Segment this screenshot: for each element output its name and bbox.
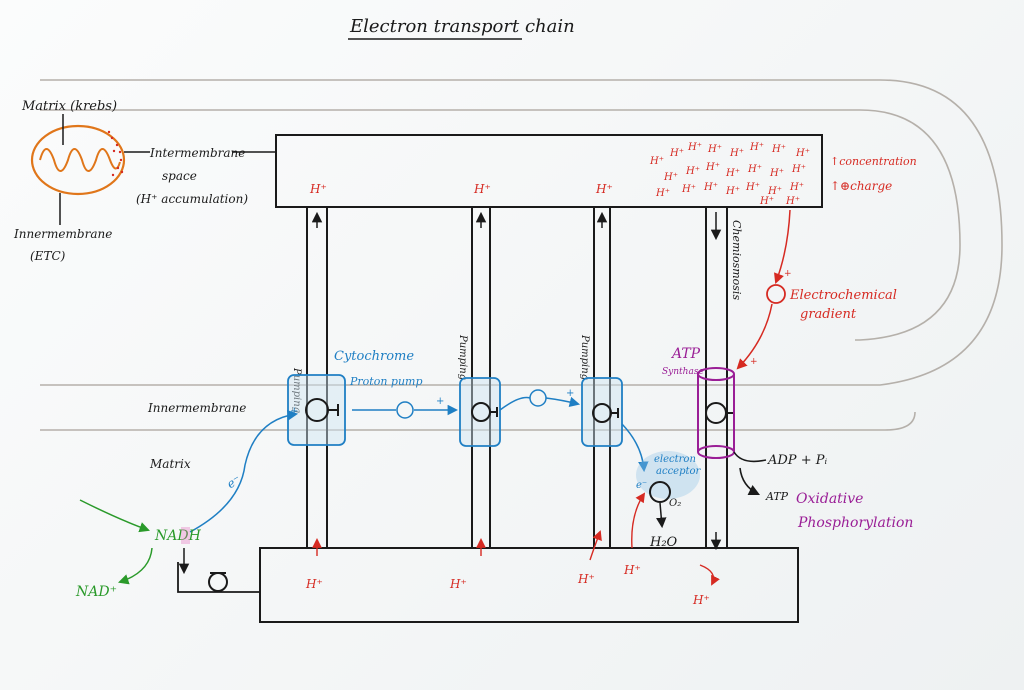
electron-label: e⁻ [225, 472, 244, 491]
h-plus-cluster-item: H⁺ [669, 148, 684, 159]
legend-h-accumulation: (H⁺ accumulation) [136, 192, 248, 206]
atp-synthase-label-2: Synthase [662, 367, 704, 377]
h-plus-cluster-item: H⁺ [789, 182, 804, 193]
h-plus-cluster-item: H⁺ [655, 188, 670, 199]
pumping-label-2: Pumping [457, 334, 468, 380]
h-plus-bottom-3: H⁺ [577, 572, 595, 586]
page-title: Electron transport chain [349, 16, 575, 37]
h-plus-cluster-item: H⁺ [795, 148, 810, 159]
legend-innermembrane: Innermembrane [13, 227, 112, 241]
h-plus-cluster-item: H⁺ [705, 162, 720, 173]
atp-label: ATP [765, 490, 789, 503]
channel-up-arrows [311, 211, 608, 228]
proton-pump-label: Proton pump [349, 375, 423, 388]
oxidative-label-1: Oxidative [796, 491, 863, 507]
h-plus-cluster-item: H⁺ [791, 164, 806, 175]
electrochemical-label-1: Electrochemical [789, 288, 897, 303]
h-plus-cluster-item: H⁺ [785, 196, 800, 207]
h-plus-cluster-item: H⁺ [687, 142, 702, 153]
pumping-label-1: Pumping [291, 367, 302, 413]
gradient-arrow-out [736, 303, 773, 370]
nad-plus-label: NAD⁺ [75, 584, 117, 600]
legend-etc: (ETC) [30, 249, 66, 263]
h-plus-top-3: H⁺ [595, 182, 613, 196]
atp-arrow [739, 467, 761, 496]
electron-acceptor-label-1: electron [654, 454, 696, 465]
h-plus-cluster-item: H⁺ [703, 182, 718, 193]
h-plus-cluster-item: H⁺ [769, 168, 784, 179]
mitochondrion-icon [30, 124, 126, 196]
electron-acceptor-label-2: acceptor [656, 466, 702, 477]
h-plus-cluster-item: H⁺ [685, 166, 700, 177]
gradient-plus-1: + [784, 269, 792, 279]
atp-synthase-label-1: ATP [670, 346, 701, 362]
complex-2-box [459, 377, 501, 447]
pumping-label-3: Pumping [579, 334, 590, 380]
gradient-circle [766, 284, 786, 304]
channel-4 [705, 207, 728, 548]
h-plus-cluster-item: H⁺ [725, 186, 740, 197]
chemiosmosis-label: Chemiosmosis [730, 220, 743, 300]
charge-label: ↑⊕charge [830, 179, 892, 193]
nadh-in-arrow [79, 499, 150, 533]
h-plus-top-1: H⁺ [309, 182, 327, 196]
h-plus-cluster-item: H⁺ [649, 156, 664, 167]
h-plus-cluster-item: H⁺ [767, 186, 782, 197]
h-plus-cluster-item: H⁺ [745, 182, 760, 193]
h-plus-bottom-5: H⁺ [692, 593, 710, 607]
channel-1 [306, 207, 328, 548]
electron-acceptor-e: e⁻ [636, 480, 647, 491]
h-plus-labels: H⁺ H⁺ H⁺ H⁺ H⁺ H⁺ H⁺ H⁺ [305, 182, 710, 607]
region-matrix: Matrix [149, 457, 191, 471]
h-plus-cluster-item: H⁺ [681, 184, 696, 195]
intermembrane-space-box [275, 134, 823, 208]
nadh-highlight [181, 527, 190, 544]
oxygen-icon [649, 481, 671, 503]
complex-1-box [287, 374, 346, 446]
legend-matrix: Matrix (krebs) [21, 99, 117, 114]
matrix-box [259, 547, 799, 623]
electrochemical-label-2: gradient [800, 307, 857, 322]
concentration-label: ↑concentration [830, 155, 917, 168]
proton-entry-arrows [312, 492, 720, 586]
water-arrow [656, 502, 667, 529]
h-plus-bottom-1: H⁺ [305, 577, 323, 591]
plus-sign-2: + [566, 388, 574, 399]
plus-sign-3: + [290, 406, 298, 417]
legend-intermembrane: Intermembrane [149, 146, 245, 160]
h-plus-cluster-item: H⁺ [771, 144, 786, 155]
gradient-plus-2: + [750, 357, 758, 367]
water-label: H₂O [649, 535, 678, 550]
electron-path [189, 389, 649, 533]
legend-space: space [162, 169, 197, 183]
h-plus-cluster-item: H⁺ [725, 168, 740, 179]
plus-sign-1: + [436, 396, 444, 407]
h-plus-cluster-item: H⁺ [749, 142, 764, 153]
h-plus-top-2: H⁺ [473, 182, 491, 196]
h-plus-cluster-item: H⁺ [707, 144, 722, 155]
nadh-label: NADH [154, 528, 202, 544]
gradient-arrow-in [774, 209, 791, 284]
complex-3-box [581, 377, 623, 447]
h-plus-cluster-item: H⁺ [729, 148, 744, 159]
nad-out-arrow [118, 547, 153, 585]
h-plus-bottom-2: H⁺ [449, 577, 467, 591]
h-plus-cluster: H⁺ H⁺ H⁺ H⁺ H⁺ H⁺ H⁺ H⁺ H⁺ H⁺ H⁺ H⁺ H⁺ H… [649, 142, 810, 207]
h-plus-cluster-item: H⁺ [663, 172, 678, 183]
h-plus-bottom-4: H⁺ [623, 563, 641, 577]
h-plus-cluster-item: H⁺ [759, 196, 774, 207]
region-innermembrane: Innermembrane [147, 401, 246, 415]
cytochrome-label: Cytochrome [334, 349, 414, 364]
adp-pi-label: ADP + Pᵢ [767, 453, 827, 468]
nadh-connector [177, 562, 260, 593]
oxidative-label-2: Phosphorylation [797, 515, 913, 531]
membrane-outline [40, 79, 1003, 431]
h-plus-cluster-item: H⁺ [747, 164, 762, 175]
adp-connector [733, 451, 767, 463]
oxygen-label: O₂ [669, 498, 681, 509]
